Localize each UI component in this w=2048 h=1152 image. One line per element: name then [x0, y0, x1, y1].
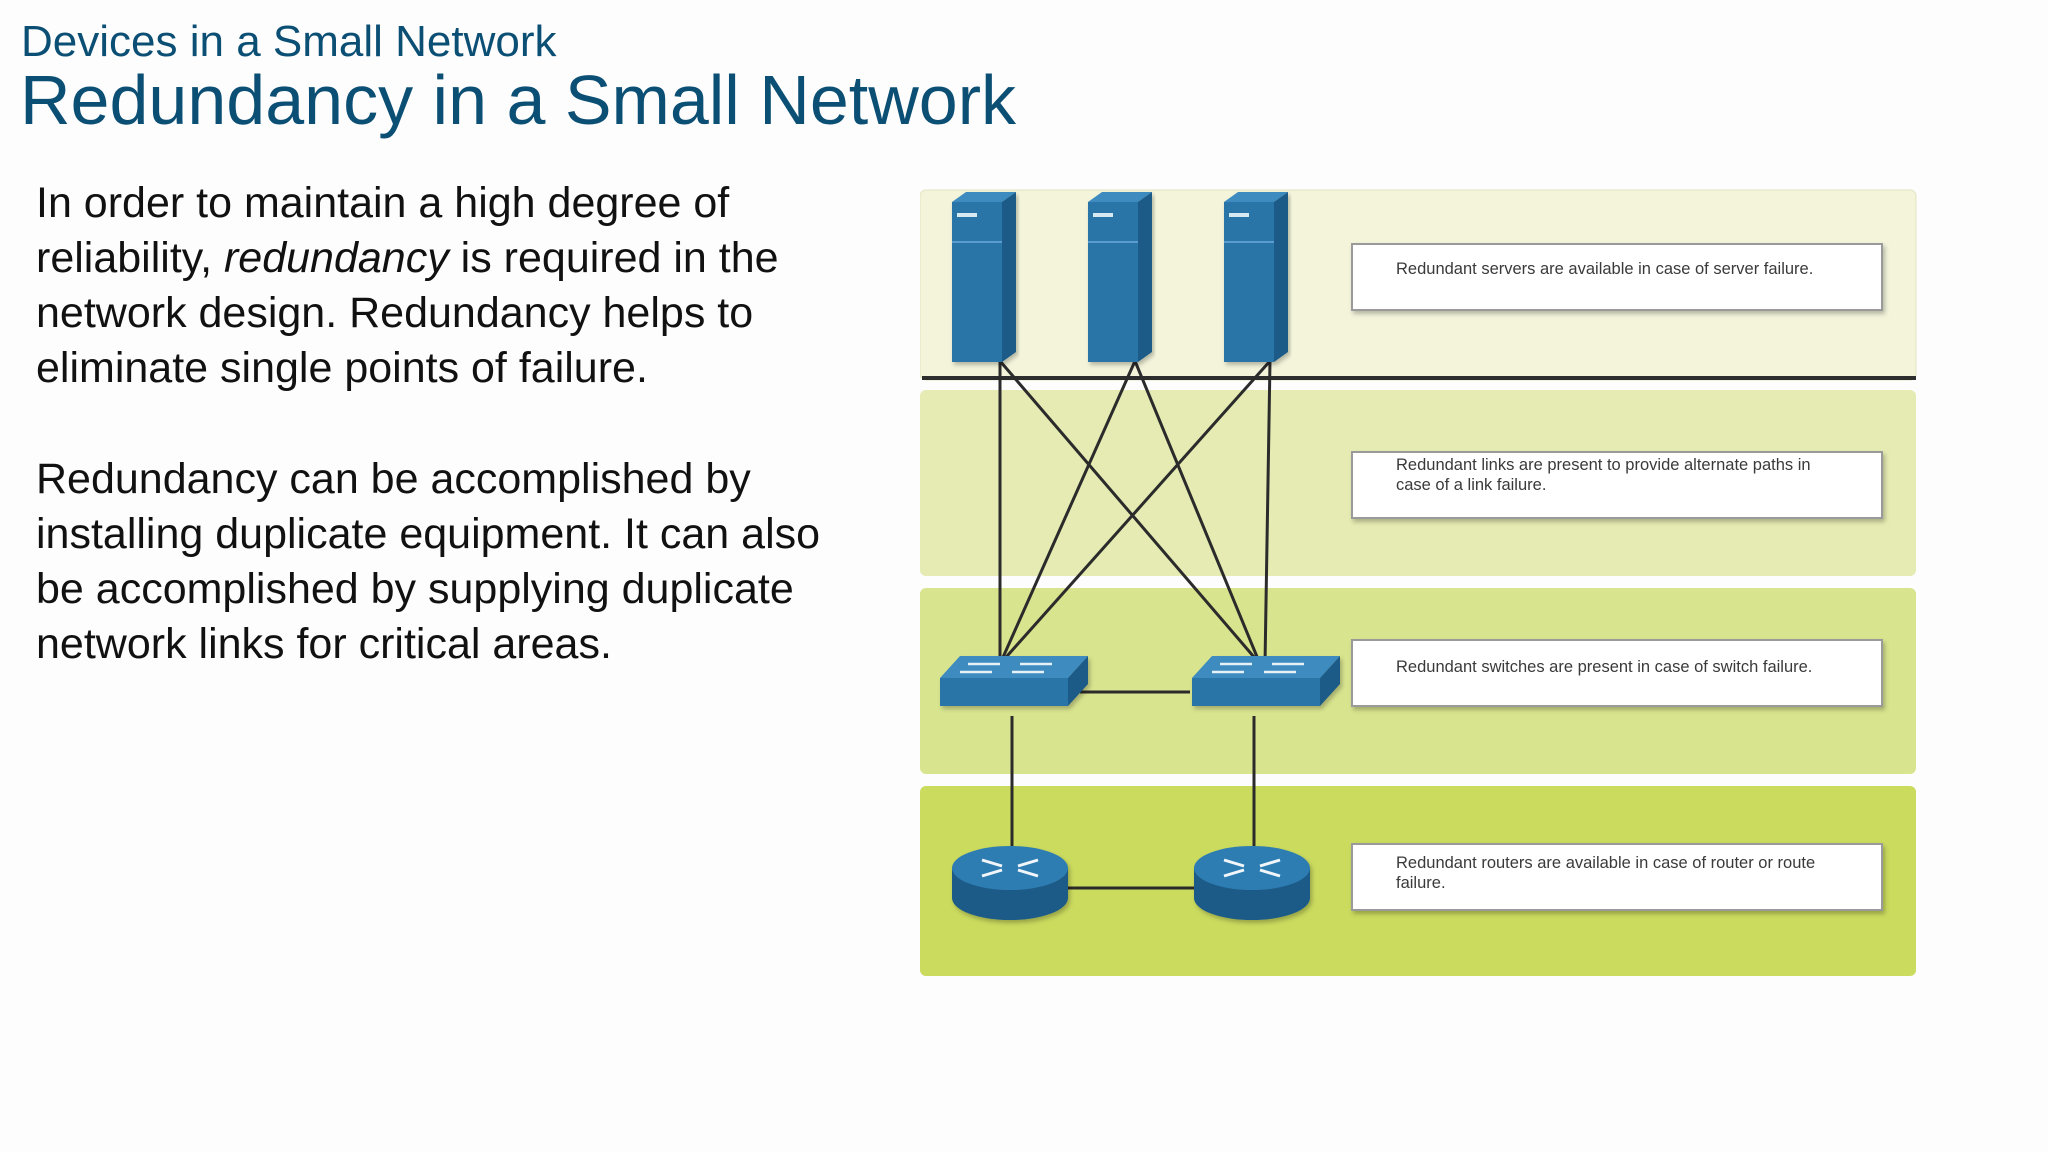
redundant-links — [998, 360, 1272, 665]
router-icon — [952, 846, 1068, 920]
paragraph-reliability: In order to maintain a high degree of re… — [36, 179, 779, 392]
router-icon — [1194, 846, 1310, 920]
slide-title: Redundancy in a Small Network — [20, 61, 1017, 139]
redundancy-emphasis: redundancy — [223, 234, 449, 282]
svg-text:Redundant servers are availabl: Redundant servers are available in case … — [1396, 260, 1813, 278]
redundancy-diagram: Redundant servers are available in case … — [920, 186, 1920, 986]
switch-icon — [940, 656, 1088, 706]
device-links — [1010, 690, 1256, 890]
svg-text:Redundant switches are present: Redundant switches are present in case o… — [1396, 658, 1812, 676]
slide-subtitle: Devices in a Small Network — [21, 17, 557, 66]
paragraph-duplicate-equipment: Redundancy can be accomplished by instal… — [36, 455, 821, 668]
callout-servers: Redundant servers are available in case … — [1351, 243, 1883, 311]
svg-text:Redundant links are present to: Redundant links are present to provide a… — [1396, 456, 1811, 494]
svg-text:Redundant routers are availabl: Redundant routers are available in case … — [1396, 854, 1815, 892]
callout-links: Redundant links are present to provide a… — [1351, 451, 1883, 519]
switch-icon — [1192, 656, 1340, 706]
server-icon — [1224, 192, 1288, 362]
callout-switches: Redundant switches are present in case o… — [1351, 639, 1883, 707]
callout-routers: Redundant routers are available in case … — [1351, 843, 1883, 911]
server-icon — [1088, 192, 1152, 362]
server-icon — [952, 192, 1016, 362]
body-text: In order to maintain a high degree of re… — [36, 176, 866, 672]
